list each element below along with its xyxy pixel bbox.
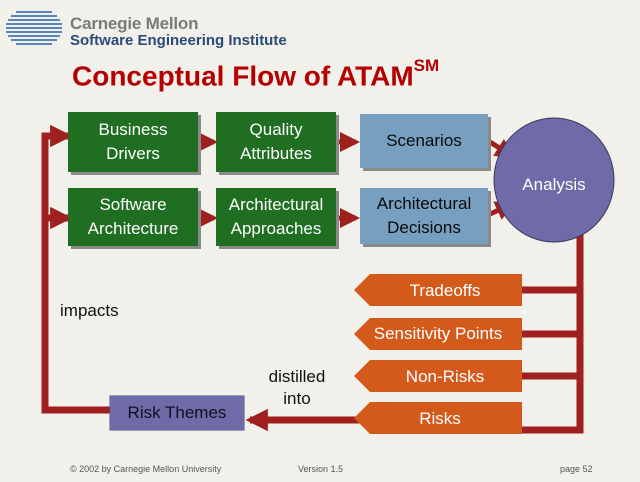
software-architecture-box: Software Architecture — [68, 188, 198, 246]
architectural-decisions-label: Architectural Decisions — [376, 194, 472, 237]
title-text: Conceptual Flow of ATAM — [72, 60, 414, 92]
tradeoffs-arrow-shape — [354, 274, 522, 306]
feedback-loop-arrow — [520, 232, 584, 434]
architectural-approaches-box: Architectural Approaches — [216, 188, 336, 246]
feedback-right-to-outputs — [520, 286, 580, 380]
sei-logo-icon — [6, 11, 62, 45]
slide-title: Conceptual Flow of ATAMSM — [72, 56, 439, 92]
architectural-decisions-box: Architectural Decisions — [360, 188, 488, 244]
quality-attributes-label: Quality Attributes — [240, 120, 312, 163]
scenarios-label: Scenarios — [386, 131, 462, 150]
impacts-label: impacts — [60, 301, 119, 320]
risk-themes-box: Risk Themes — [110, 396, 244, 430]
impacts-loop-arrow — [41, 124, 110, 414]
footer-copyright: © 2002 by Carnegie Mellon University — [70, 464, 222, 474]
architectural-approaches-label: Architectural Approaches — [228, 195, 324, 238]
sensitivity-arrow-shape — [354, 318, 522, 350]
title-superscript: SM — [413, 56, 440, 75]
quality-attributes-box: Quality Attributes — [216, 112, 336, 172]
analysis-label: Analysis — [522, 175, 586, 194]
output-arrows — [354, 274, 522, 434]
brand-name: Carnegie Mellon — [70, 14, 199, 33]
software-architecture-label: Software Architecture — [87, 195, 179, 238]
analysis-circle — [493, 117, 615, 243]
business-drivers-box: Business Drivers — [68, 112, 198, 172]
scenarios-box: Scenarios — [360, 114, 488, 168]
footer-page-number: page 52 — [560, 464, 593, 474]
distilled-into-label: distilled into — [268, 367, 326, 408]
brand-subtitle: Software Engineering Institute — [70, 32, 287, 49]
sensitivity-points-label: Sensitivity Points — [373, 324, 503, 343]
risks-arrow-shape — [354, 402, 522, 434]
risks-label: Risks — [419, 409, 461, 428]
footer-version: Version 1.5 — [298, 464, 344, 474]
tradeoffs-label: Tradeoffs — [409, 281, 481, 300]
business-drivers-label: Business Drivers — [98, 120, 168, 163]
nonrisks-arrow-shape — [354, 360, 522, 392]
non-risks-label: Non-Risks — [405, 367, 485, 386]
risk-themes-label: Risk Themes — [127, 403, 227, 422]
